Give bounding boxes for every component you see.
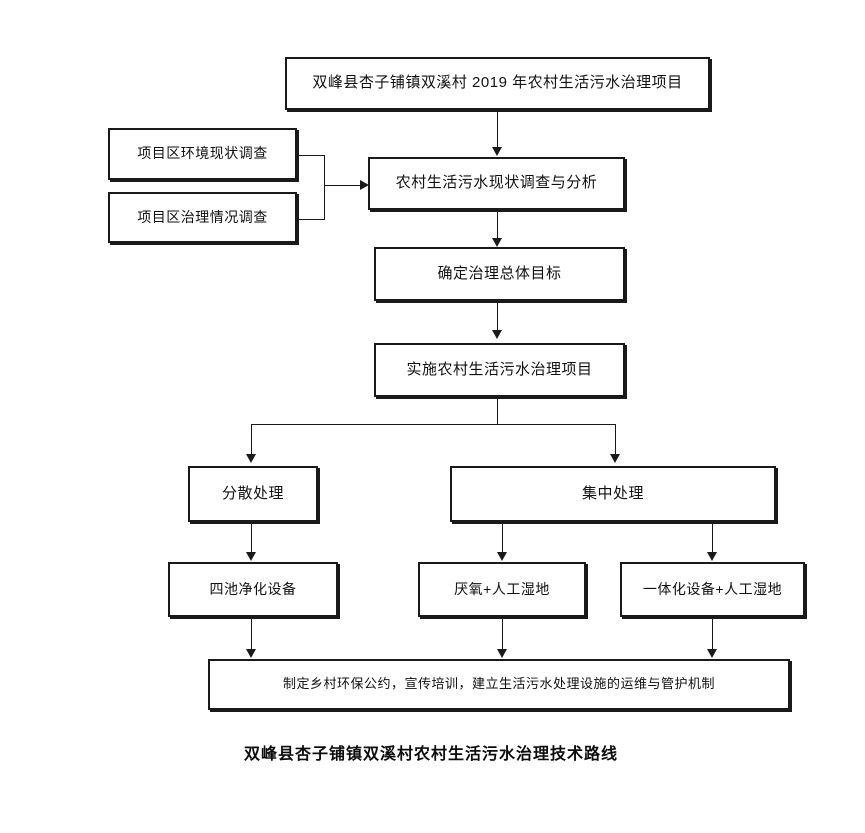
connector-bracket-to-analysis — [324, 185, 362, 186]
arrow-analysis-to-goal — [492, 238, 502, 247]
node-survey-governance: 项目区治理情况调查 — [108, 192, 297, 243]
connector-implement-stem — [497, 397, 498, 424]
connector-goal-to-implement — [497, 301, 498, 331]
connector-decentralized-to-fourpond — [251, 522, 252, 553]
connector-title-to-analysis — [497, 110, 498, 148]
connector-left-bracket — [324, 155, 325, 220]
figure-caption: 双峰县杏子铺镇双溪村农村生活污水治理技术路线 — [244, 746, 619, 763]
connector-branch-right — [615, 424, 616, 455]
node-integrated-wetland: 一体化设备+人工湿地 — [620, 562, 805, 617]
arrow-to-decentralized — [246, 454, 256, 463]
connector-integrated-to-mechanism — [712, 617, 713, 650]
node-project-title: 双峰县杏子铺镇双溪村 2019 年农村生活污水治理项目 — [285, 57, 710, 110]
connector-centralized-to-integrated — [712, 522, 713, 553]
node-survey-environment: 项目区环境现状调查 — [108, 128, 297, 180]
arrow-bracket-to-analysis — [360, 180, 369, 190]
node-decentralized: 分散处理 — [188, 466, 318, 522]
node-centralized: 集中处理 — [450, 466, 776, 522]
arrow-integrated-to-mechanism — [707, 649, 717, 658]
arrow-decentralized-to-fourpond — [246, 552, 256, 561]
connector-gov-out — [297, 219, 325, 220]
arrow-goal-to-implement — [492, 330, 502, 339]
node-four-pond: 四池净化设备 — [168, 562, 338, 617]
node-implement-project: 实施农村生活污水治理项目 — [374, 343, 625, 397]
arrow-title-to-analysis — [492, 147, 502, 156]
node-anaerobic-wetland: 厌氧+人工湿地 — [418, 562, 586, 617]
connector-env-out — [297, 155, 325, 156]
connector-fourpond-to-mechanism — [251, 617, 252, 650]
connector-branch-bar — [251, 424, 615, 425]
connector-anaerobic-to-mechanism — [502, 617, 503, 650]
node-overall-goal: 确定治理总体目标 — [374, 247, 625, 301]
arrow-fourpond-to-mechanism — [246, 649, 256, 658]
arrow-anaerobic-to-mechanism — [497, 649, 507, 658]
node-management-mechanism: 制定乡村环保公约，宣传培训，建立生活污水处理设施的运维与管护机制 — [208, 659, 790, 710]
node-survey-analysis: 农村生活污水现状调查与分析 — [368, 157, 625, 210]
connector-branch-left — [251, 424, 252, 455]
arrow-centralized-to-anaerobic — [497, 552, 507, 561]
arrow-to-centralized — [610, 454, 620, 463]
connector-centralized-to-anaerobic — [502, 522, 503, 553]
connector-analysis-to-goal — [497, 210, 498, 239]
arrow-centralized-to-integrated — [707, 552, 717, 561]
